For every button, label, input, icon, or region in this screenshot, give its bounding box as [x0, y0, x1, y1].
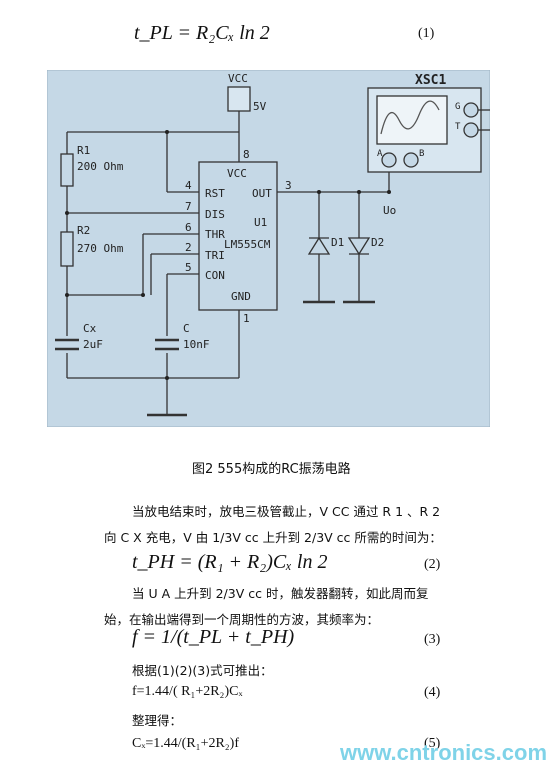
paragraph-3: 根据(1)(2)(3)式可推出：: [132, 663, 273, 678]
pin-7-number: 7: [185, 200, 192, 213]
d2-label: D2: [371, 236, 384, 249]
c-name: C: [183, 322, 190, 335]
ic-out-pin-label: OUT: [252, 187, 272, 200]
equation-4: f=1.44/( R₁+2R₂)Cₓ: [132, 684, 243, 699]
vcc-label: VCC: [228, 72, 248, 85]
scope-label: XSC1: [415, 73, 446, 88]
r2-value: 270 Ohm: [77, 242, 124, 255]
ic-thr-pin-label: THR: [205, 228, 225, 241]
r1-value: 200 Ohm: [77, 160, 124, 173]
scope-g-label: G: [455, 102, 460, 112]
vcc-value: 5V: [253, 100, 267, 113]
equation-2-number: (2): [424, 557, 441, 572]
cx-value: 2uF: [83, 338, 103, 351]
paragraph-1-line-2: 向 C X 充电，V 由 1/3V cc 上升到 2/3V cc 所需的时间为：: [104, 530, 442, 545]
watermark: www.cntronics.com: [340, 740, 548, 765]
equation-1-number: (1): [418, 26, 435, 41]
d1-label: D1: [331, 236, 344, 249]
ic-u1-label: U1: [254, 216, 267, 229]
scope-t-label: T: [455, 122, 461, 132]
scope-a-label: A: [377, 149, 383, 159]
paragraph-1-line-1: 当放电结束时，放电三极管截止，V CC 通过 R 1 、R 2: [132, 504, 441, 519]
ic-vcc-pin-label: VCC: [227, 167, 247, 180]
ic-part-label: LM555CM: [224, 238, 271, 251]
pin-6-number: 6: [185, 221, 192, 234]
cx-name: Cx: [83, 322, 97, 335]
c-value: 10nF: [183, 338, 210, 351]
equation-3-number: (3): [424, 632, 441, 647]
equation-5-number: (5): [424, 736, 441, 751]
pin-2-number: 2: [185, 241, 192, 254]
ic-tri-pin-label: TRI: [205, 249, 225, 262]
paragraph-2-line-1: 当 U A 上升到 2/3V cc 时，触发器翻转，如此周而复: [132, 586, 429, 601]
figure-caption: 图2 555构成的RC振荡电路: [192, 462, 351, 477]
equation-3: f = 1/(t_PL + t_PH): [132, 626, 295, 648]
scope-b-label: B: [419, 149, 424, 159]
pin-5-number: 5: [185, 261, 192, 274]
uo-label: Uo: [383, 204, 396, 217]
ic-gnd-pin-label: GND: [231, 290, 251, 303]
ic-con-pin-label: CON: [205, 269, 225, 282]
pin-8-number: 8: [243, 148, 250, 161]
equation-2: t_PH = (R₁ + R₂)Cₓ ln 2: [132, 551, 328, 573]
ic-rst-pin-label: RST: [205, 187, 225, 200]
paragraph-4: 整理得：: [132, 713, 183, 728]
equation-1: t_PL = R₂Cₓ ln 2: [134, 22, 270, 44]
equation-5: Cₓ=1.44/(R₁+2R₂)f: [132, 736, 240, 751]
paragraph-2-line-2: 始，在输出端得到一个周期性的方波，其频率为：: [104, 612, 380, 627]
pin-4-number: 4: [185, 179, 192, 192]
r1-name: R1: [77, 144, 90, 157]
equation-4-number: (4): [424, 685, 441, 700]
r2-name: R2: [77, 224, 90, 237]
circuit-diagram: VCC 5V XSC1 G T A B R1 200 Ohm R2 270 Oh…: [46, 69, 491, 428]
pin-3-number: 3: [285, 179, 292, 192]
ic-dis-pin-label: DIS: [205, 208, 225, 221]
pin-1-number: 1: [243, 312, 250, 325]
